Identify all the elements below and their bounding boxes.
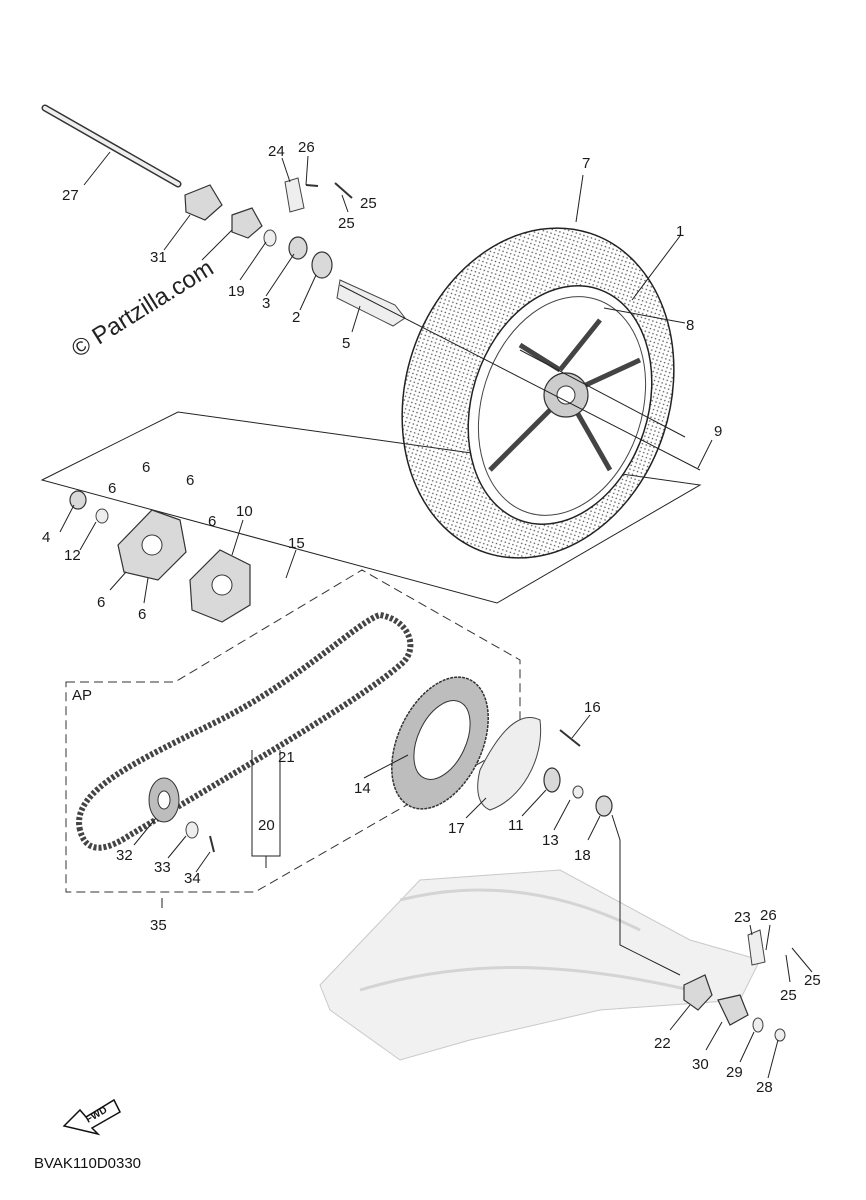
drive-chain [76, 611, 414, 851]
callout-7: 7 [582, 155, 590, 172]
fwd-arrow-icon: FWD [62, 1098, 121, 1136]
callout-numbers: 1 2 3 4 5 6 6 6 6 6 6 7 8 9 10 11 12 13 … [42, 139, 821, 1096]
callout-6d: 6 [208, 513, 216, 530]
front-sprocket [148, 777, 215, 853]
callout-1: 1 [676, 223, 684, 240]
callout-19: 19 [228, 283, 245, 300]
callout-27: 27 [62, 187, 79, 204]
callout-10: 10 [236, 503, 253, 520]
callout-16: 16 [584, 699, 601, 716]
ap-kit-outline [65, 569, 521, 893]
callout-6a: 6 [142, 459, 150, 476]
callout-leaders [59, 155, 813, 1079]
left-adjuster-parts [184, 177, 353, 279]
callout-32: 32 [116, 847, 133, 864]
hub-assembly-outline [40, 411, 702, 604]
callout-30: 30 [692, 1056, 709, 1073]
callout-25c: 25 [804, 972, 821, 989]
callout-6c: 6 [108, 480, 116, 497]
right-adjuster-parts [683, 929, 786, 1042]
wheel-collar [336, 279, 406, 327]
swingarm-ghost [319, 869, 761, 1061]
callout-25a: 25 [360, 195, 377, 212]
callout-35: 35 [150, 917, 167, 934]
callout-29: 29 [726, 1064, 743, 1081]
callout-11: 11 [508, 817, 524, 834]
callout-21: 21 [278, 749, 295, 766]
callout-28: 28 [756, 1079, 773, 1096]
clutch-hub [189, 549, 251, 623]
callout-14: 14 [354, 780, 371, 797]
callout-5: 5 [342, 335, 350, 352]
callout-25d: 25 [780, 987, 797, 1004]
callout-18: 18 [574, 847, 591, 864]
callout-4: 4 [42, 529, 50, 546]
callout-31: 31 [150, 249, 167, 266]
callout-6e: 6 [97, 594, 105, 611]
callout-6b: 6 [186, 472, 194, 489]
callout-34: 34 [184, 870, 201, 887]
callout-33: 33 [154, 859, 171, 876]
callout-9: 9 [714, 423, 722, 440]
rear-wheel [401, 227, 675, 559]
callout-22: 22 [654, 1035, 671, 1052]
rear-axle [41, 104, 182, 188]
wheel-damper [69, 490, 187, 581]
hub-bearings [477, 717, 613, 817]
callout-17: 17 [448, 820, 465, 837]
diagram-code: BVAK110D0330 [34, 1155, 141, 1172]
callout-23: 23 [734, 909, 751, 926]
callout-12: 12 [64, 547, 81, 564]
callout-13: 13 [542, 832, 559, 849]
callout-26b: 26 [760, 907, 777, 924]
callout-25b: 25 [338, 215, 355, 232]
callout-6f: 6 [138, 606, 146, 623]
callout-3: 3 [262, 295, 270, 312]
callout-26a: 26 [298, 139, 315, 156]
callout-15: 15 [288, 535, 305, 552]
callout-2: 2 [292, 309, 300, 326]
callout-8: 8 [686, 317, 694, 334]
watermark: © Partzilla.com [67, 254, 218, 363]
group-label-ap: AP [72, 687, 92, 704]
callout-24: 24 [268, 143, 285, 160]
callout-20: 20 [258, 817, 275, 834]
rear-sprocket [391, 676, 489, 810]
